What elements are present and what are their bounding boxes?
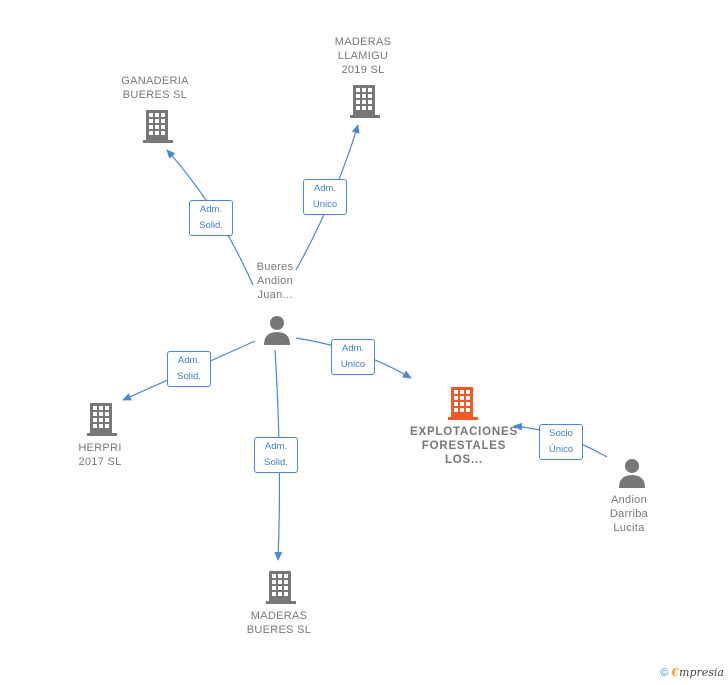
building-icon[interactable] <box>142 108 174 144</box>
person-icon[interactable] <box>616 457 648 489</box>
person-icon[interactable] <box>261 314 293 346</box>
edge-label-to-maderas-bueres: Adm. Solid. <box>254 437 298 473</box>
node-label-ganaderia: GANADERIA BUERES SL <box>121 75 189 101</box>
node-label-bueres-person: Bueres Andion Juan... <box>256 261 294 301</box>
building-icon[interactable] <box>447 385 479 421</box>
edge-label-andion-to-explotaciones: Socio Único <box>539 424 583 460</box>
building-icon[interactable] <box>86 401 118 437</box>
building-icon[interactable] <box>349 83 381 119</box>
brand-logo[interactable]: €mpresia <box>671 666 724 679</box>
node-label-herpri: HERPRI 2017 SL <box>78 442 122 468</box>
building-icon[interactable] <box>265 569 297 605</box>
node-label-maderas-bueres: MADERAS BUERES SL <box>246 610 312 636</box>
node-label-andion-person: Andion Darriba Lucita <box>609 494 649 534</box>
edge-label-to-llamigu: Adm. Unico <box>303 179 347 215</box>
footer-brand: © €mpresia <box>660 666 724 679</box>
node-label-explotaciones: EXPLOTACIONES FORESTALES LOS... <box>410 426 518 466</box>
node-label-maderas-llamigu: MADERAS LLAMIGU 2019 SL <box>334 36 392 76</box>
edge-label-to-ganaderia: Adm. Solid. <box>189 200 233 236</box>
copyright-icon: © <box>660 667 669 679</box>
edge-label-to-herpri: Adm. Solid. <box>167 351 211 387</box>
edge-label-to-explotaciones: Adm. Unico <box>331 339 375 375</box>
